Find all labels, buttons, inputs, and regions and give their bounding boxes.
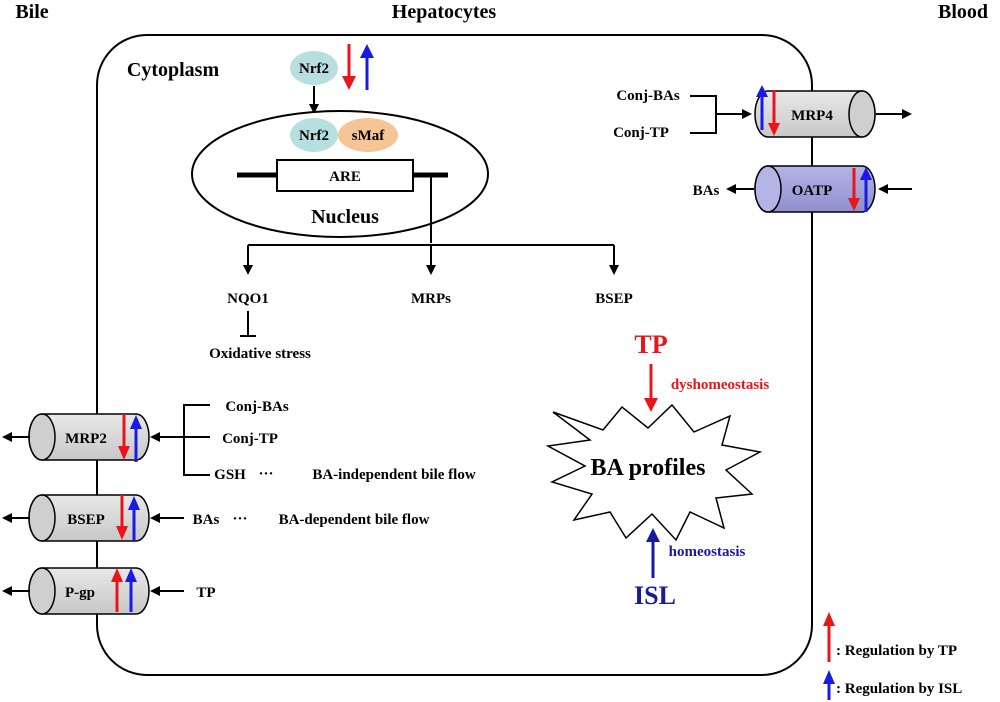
bsep-bas-label: BAs [193,512,220,528]
gsh-label: GSH [214,467,246,483]
nqo1-label: NQO1 [227,291,269,307]
oatp-label: OATP [792,183,833,199]
smaf-ellipse [338,118,398,152]
dyshomeostasis-label: dyshomeostasis [671,377,770,393]
nrf2-cytoplasm-ellipse [290,51,338,85]
mrps-label: MRPs [411,291,451,307]
mrp2-conj-tp-label: Conj-TP [222,431,278,447]
are-label: ARE [329,169,361,185]
mrp4-label: MRP4 [791,108,833,124]
oxidative-stress-label: Oxidative stress [209,346,311,362]
legend-isl-label: : Regulation by ISL [836,681,962,697]
nrf2-nucleus-ellipse [290,118,338,152]
mrp2-label: MRP2 [65,431,107,447]
gsh-ellipsis: ··· [258,466,273,482]
blood-label: Blood [938,1,988,23]
bsep-label: BSEP [67,512,105,528]
bsep-target-label: BSEP [595,291,633,307]
are-target-branches [243,175,619,275]
nucleus-label: Nucleus [311,206,379,228]
pgp-tp-label: TP [196,585,215,601]
mrp2-conj-bas-label: Conj-BAs [225,399,289,415]
ba-profiles-burst [545,403,763,542]
ba-dependent-flow-label: BA-dependent bile flow [279,512,430,528]
tp-label: TP [634,330,667,359]
mrp4-transporter [754,85,876,138]
pgp-label: P-gp [65,585,95,601]
mrp4-conj-tp-label: Conj-TP [613,125,669,141]
are-box [276,159,414,192]
nrf2-nucleus-label: Nrf2 [299,128,329,144]
mrp2-inputs [150,404,210,476]
legend-tp-label: : Regulation by TP [836,643,957,659]
hepatocytes-label: Hepatocytes [392,1,497,23]
isl-homeostasis-arrowhead [646,528,660,542]
hepatocyte-cell-boundary [96,34,813,676]
legend-tp-arrow [823,612,835,662]
smaf-label: sMaf [352,128,385,144]
tp-dyshomeostasis-arrowhead [644,398,658,412]
nrf2-regulation-arrows [342,44,374,90]
mrp4-inputs [690,95,752,134]
oatp-bas-label: BAs [693,183,720,199]
ba-independent-flow-label: BA-independent bile flow [312,467,476,483]
oatp-transporter [754,165,876,213]
isl-label: ISL [634,581,676,610]
legend-isl-arrow [823,670,835,700]
cytoplasm-label: Cytoplasm [127,59,220,81]
bile-label: Bile [15,1,48,23]
bas-ellipsis: ··· [232,511,247,527]
nqo1-inhibition [240,311,256,337]
mrp4-conj-bas-label: Conj-BAs [616,88,680,104]
mrp2-transporter [28,413,150,462]
bsep-transporter [28,494,150,542]
nrf2-cytoplasm-label: Nrf2 [299,61,329,77]
ba-profiles-label: BA profiles [591,455,706,481]
homeostasis-label: homeostasis [669,544,746,560]
